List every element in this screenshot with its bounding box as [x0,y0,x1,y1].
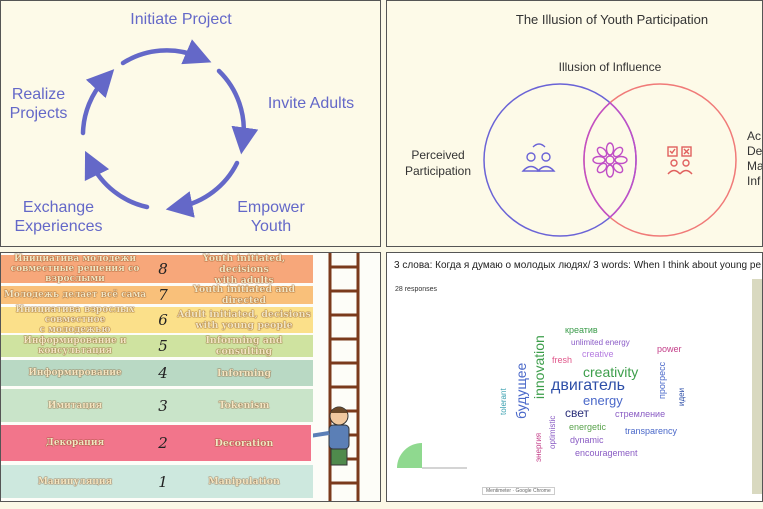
rung-label-en: Decoration [214,437,274,449]
cloud-word: energy [583,393,623,408]
venn-intersection [583,101,637,219]
cloud-word: power [657,344,682,354]
cloud-word: идеи [677,387,686,406]
ladder-rung: Информирование и консультация 5 Informing … [1,335,313,357]
venn-right-circle [583,83,737,237]
cloud-word: transparency [625,426,678,436]
cloud-word: будущее [513,362,529,419]
rung-number: 4 [158,364,168,382]
rung-label-ru: Декорация [45,438,105,448]
rung-label-ru: Имитация [47,400,103,411]
cycle-arrow-3 [165,160,240,218]
ladder-rung: Инициатива молодежи совместные решения с… [1,252,313,286]
ladder-rung: Имитация 3 Tokenism [1,389,313,422]
cycle-step-invite: Invite Adults [267,95,355,112]
wordcloud-panel: 3 слова: Когда я думаю о молодых людях/ … [386,252,763,502]
decision-icon [667,146,693,175]
cloud-word: двигатель [551,377,625,394]
rung-label-ru: Манипуляция [37,476,113,487]
cloud-word: creative [582,349,614,359]
ladder-rung: Молодежь делает всё сама 7 Youth initiated… [1,284,313,306]
venn-right-label: Ac De Ma Inf [747,129,763,188]
ladder-rung: Инициатива взрослых совместное с молодеж… [1,305,313,335]
cycle-step-realize: Realize Projects [9,86,68,122]
cycle-arrow-4 [84,150,150,210]
cycle-arrow-1 [120,39,212,66]
rung-label-en: Adult initiated, decisions with young pe… [177,309,311,331]
rung-number: 5 [158,337,168,355]
webcam-strip [752,279,762,494]
cloud-word: стремление [615,409,666,419]
cycle-arrows [80,39,259,218]
cycle-step-empower: Empower Youth [237,199,305,235]
rung-label-ru: Инициатива взрослых совместное с молодеж… [15,305,135,335]
window-footer: Mentimeter · Google Chrome [482,487,555,495]
rung-label-en: Youth initiated, decisions with adults [202,252,286,286]
cloud-word: unlimited energy [571,338,630,347]
venn-top-label: Illusion of Influence [558,60,662,74]
ladder-rung: Декорация 2 Decoration [1,425,311,461]
cloud-word: innovation [531,335,547,399]
rung-label-ru: Информирование и консультация [23,336,127,356]
ladder-illustration [313,253,360,501]
venn-diagram-panel: The Illusion of Youth Participation [386,0,763,247]
cycle-arrow-5 [80,69,115,136]
cloud-word: прогресс [657,361,667,399]
rung-label-en: Manipulation [208,476,280,487]
rung-number: 2 [158,434,168,452]
paint-roller-icon [273,433,303,455]
cycle-step-initiate: Initiate Project [130,11,232,28]
rung-number: 7 [158,286,168,304]
cycle-diagram-panel: Initiate Project Invite Adults Empower Y… [0,0,381,247]
mentimeter-graphic [397,443,467,469]
ladder-rung: Манипуляция 1 Manipulation [1,465,313,498]
rung-number: 8 [158,260,168,278]
venn-left-circle [483,83,637,237]
venn-title: The Illusion of Youth Participation [515,12,709,27]
rung-label-ru: Инициатива молодежи совместные решения с… [10,254,140,284]
people-icon [521,143,556,172]
cloud-word: свет [565,406,590,420]
cloud-word: креатив [565,325,598,335]
rung-number: 1 [158,472,168,491]
venn-circles [483,83,737,237]
rung-label-en: Tokenism [218,400,270,411]
ladder-panel: Инициатива молодежи совместные решения с… [0,252,381,502]
flower-icon [592,142,628,178]
venn-left-label: Perceived Participation [404,148,472,178]
rung-label-ru: Информирование [28,368,122,378]
wordcloud-question: 3 слова: Когда я думаю о молодых людях/ … [394,260,762,271]
cloud-word: tolerant [499,388,508,415]
ladder-rung: Информирование 4 Informing [1,360,313,386]
rung-label-en: Informing and consulting [205,335,283,357]
rung-label-en: Informing [217,367,271,379]
cloud-word: dynamic [570,435,604,445]
cycle-arrow-2 [216,68,259,155]
cycle-step-exchange: Exchange Experiences [14,199,103,235]
rung-number: 6 [158,311,168,329]
cloud-word: creativity [583,364,639,380]
cloud-word: encouragement [575,448,638,458]
cloud-word: energetic [569,422,607,432]
painter-boy-icon [313,406,350,466]
cloud-word: optimistic [548,415,557,449]
responses-count: 28 responses [395,286,438,293]
rung-number: 3 [158,396,168,415]
cloud-word: энергия [534,432,543,462]
rung-label-ru: Молодежь делает всё сама [3,290,147,300]
cloud-word: fresh [552,355,573,365]
rung-label-en: Youth initiated and directed [192,284,296,306]
